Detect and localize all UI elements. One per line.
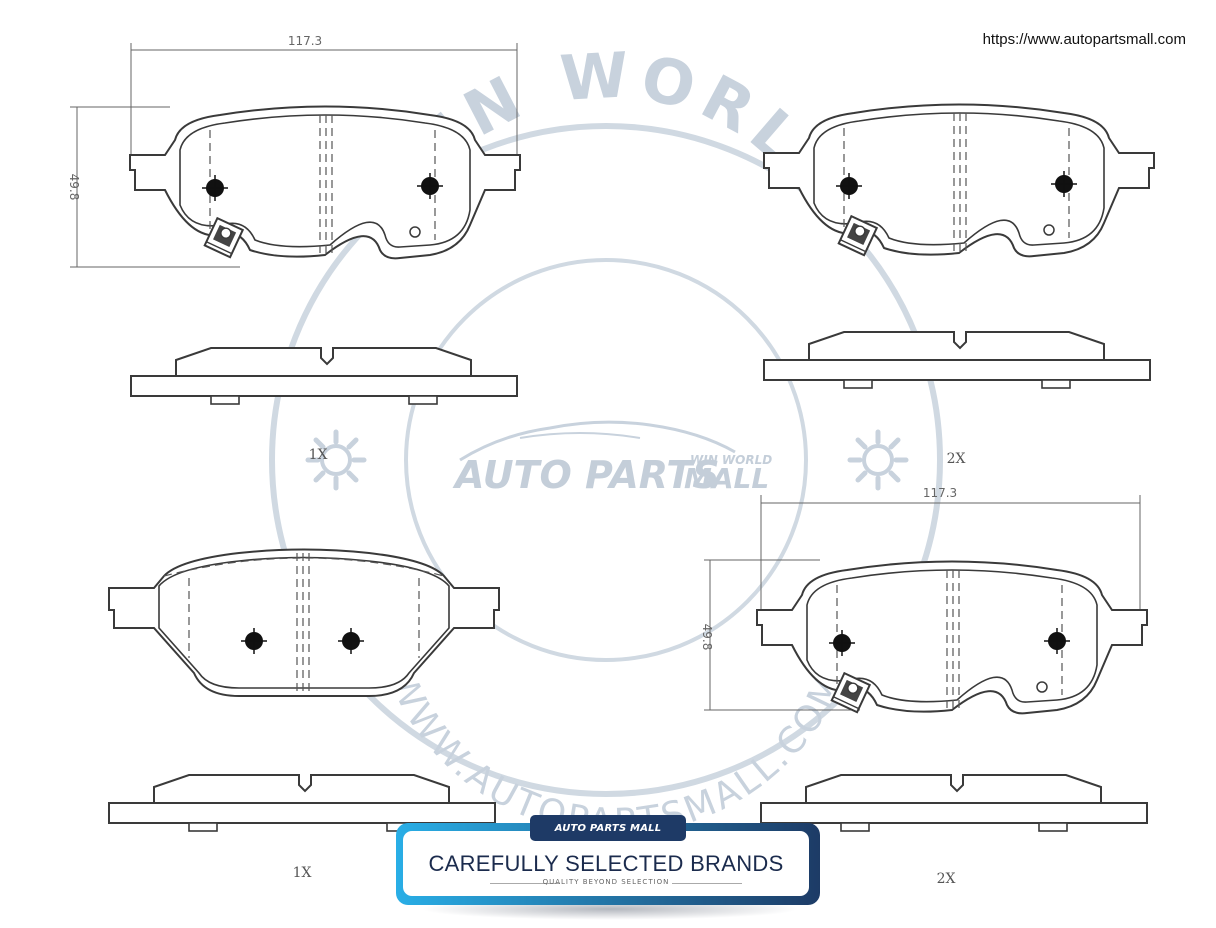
banner-divider-left [490,883,560,884]
site-url[interactable]: https://www.autopartsmall.com [982,31,1186,48]
banner-subtitle: QUALITY BEYOND SELECTION [542,878,670,886]
height-dimension-label: 49.8 [67,174,81,201]
diagram-bottom-left: 1X [108,548,500,881]
banner-divider-right [672,883,742,884]
height-dimension-label: 49.8 [700,624,714,651]
banner-title: CAREFULLY SELECTED BRANDS [428,851,784,876]
pad-side-view [760,774,1148,832]
watermark-outer-ring [269,123,943,797]
watermark-gear-right-icon [850,432,906,488]
watermark-inner-ring [404,258,808,662]
quantity-label: 2X [937,871,956,887]
watermark-logo-main: AUTO PARTS [452,453,720,497]
diagram-top-left: 117.3 49.8 1X [67,34,521,463]
width-dimension-label: 117.3 [288,34,322,48]
diagram-top-right: 2X [763,103,1155,467]
quantity-label: 1X [309,447,328,463]
pad-front-view [763,103,1155,258]
pad-side-view [130,347,518,405]
watermark-logo-small: WIN WORLD [690,453,772,467]
watermark-logo-mall: MALL [684,462,769,495]
banner-logo-tab: AUTO PARTS MALL [530,815,686,841]
pad-front-view [129,105,521,260]
watermark-car-icon [459,420,736,462]
banner-logo-text: AUTO PARTS MALL [554,822,662,834]
width-dimension-label: 117.3 [923,486,957,500]
pad-side-view [763,331,1151,389]
diagram-bottom-right: 117.3 49.8 2X [700,486,1148,887]
brand-banner-inner [403,831,809,896]
quantity-label: 2X [947,451,966,467]
quantity-label: 1X [293,865,312,881]
